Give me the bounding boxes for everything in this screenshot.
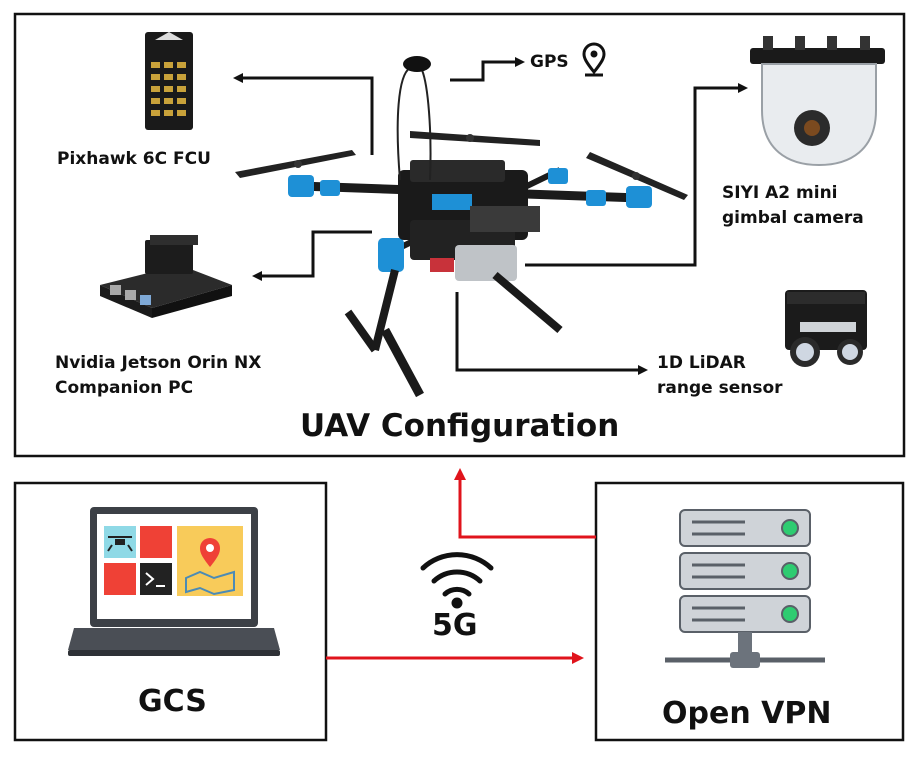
link-5g-label: 5G	[432, 608, 478, 643]
server-unit	[679, 595, 811, 633]
companion-label-line1: Nvidia Jetson Orin NX	[55, 353, 262, 373]
propeller	[410, 131, 540, 146]
propeller	[586, 152, 688, 200]
jetson-orin-image	[100, 235, 232, 318]
uav-config-frame	[13, 12, 906, 458]
arrow-to-lidar	[455, 292, 648, 375]
siyi-camera-image	[750, 36, 885, 167]
server-icon	[665, 509, 825, 668]
wifi-icon	[420, 552, 494, 609]
camera-label-line2: gimbal camera	[722, 208, 864, 228]
arrow-to-gps	[450, 57, 525, 82]
map-pin-icon	[185, 538, 235, 596]
companion-label-line2: Companion PC	[55, 378, 194, 398]
gps-label: GPS	[530, 52, 569, 72]
camera-label-line1: SIYI A2 mini	[722, 183, 838, 203]
lidar-label-line1: 1D LiDAR	[657, 353, 746, 373]
pixhawk-fcu-image	[145, 32, 193, 130]
drone-icon	[107, 536, 133, 552]
propeller	[235, 150, 356, 178]
vpn-frame	[594, 481, 905, 742]
arrow-vpn-to-uav	[454, 468, 596, 539]
drone-image	[235, 56, 688, 398]
gcs-label: GCS	[138, 684, 207, 719]
fcu-label: Pixhawk 6C FCU	[57, 149, 211, 169]
arrow-to-fcu	[233, 73, 374, 155]
location-pin-icon	[582, 42, 606, 77]
gcs-frame	[13, 481, 328, 742]
server-unit	[679, 552, 811, 590]
arrow-to-camera	[525, 83, 748, 267]
arrow-to-companion	[252, 230, 372, 281]
server-unit	[679, 509, 811, 547]
lidar-label-line2: range sensor	[657, 378, 783, 398]
laptop-icon	[68, 507, 280, 656]
lidar-sensor-image	[785, 290, 867, 367]
vpn-label: Open VPN	[662, 696, 832, 731]
uav-config-title: UAV Configuration	[300, 408, 620, 444]
